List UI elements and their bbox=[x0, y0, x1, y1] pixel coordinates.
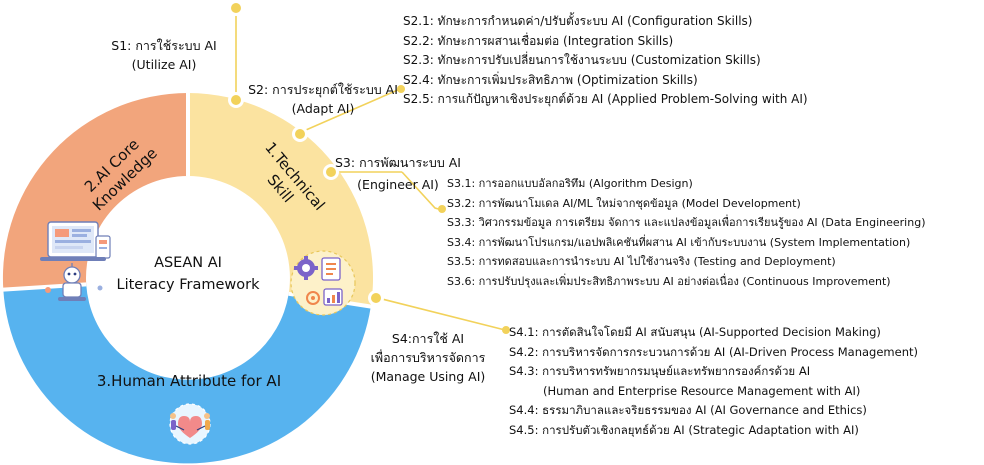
list-item: S3.3: วิศวกรรมข้อมูล การเตรียม จัดการ แล… bbox=[447, 216, 926, 229]
s4-connector bbox=[377, 297, 506, 331]
technical-tools-icon bbox=[290, 250, 356, 316]
s2-connector bbox=[298, 88, 401, 134]
list-item: S3.6: การปรับปรุงและเพิ่มประสิทธิภาพระบบ… bbox=[447, 274, 891, 288]
s3-list-dot bbox=[438, 205, 446, 213]
list-item: S3.2: การพัฒนาโมเดล AI/ML ใหม่จากชุดข้อม… bbox=[447, 196, 801, 210]
list-item: S2.5: การแก้ปัญหาเชิงประยุกต์ด้วย AI (Ap… bbox=[403, 92, 808, 106]
list-item: S3.4: การพัฒนาโปรแกรม/แอปพลิเคชันที่ผสาน… bbox=[447, 235, 911, 249]
s3-heading-line2: (Engineer AI) bbox=[357, 176, 439, 192]
s4-list-dot bbox=[502, 326, 510, 334]
list-item: S2.2: ทักษะการผสานเชื่อมต่อ (Integration… bbox=[403, 33, 674, 48]
s3-heading: S3: การพัฒนาระบบ AI (Engineer AI) bbox=[332, 152, 464, 196]
s4-heading-line1: S4:การใช้ AI bbox=[391, 331, 465, 346]
s1-heading: S1: การใช้ระบบ AI (Utilize AI) bbox=[108, 36, 220, 75]
center-title-line1: ASEAN AI bbox=[154, 255, 222, 271]
s2-heading-line1: S2: การประยุกต์ใช้ระบบ AI bbox=[248, 82, 398, 97]
list-item: S4.4: ธรรมาภิบาลและจริยธรรมของ AI (AI Go… bbox=[509, 403, 867, 417]
list-item: (Human and Enterprise Resource Managemen… bbox=[543, 383, 861, 398]
human-attribute-segment bbox=[3, 284, 371, 464]
s3-heading-line1: S3: การพัฒนาระบบ AI bbox=[335, 155, 461, 170]
robot-laptop-icon bbox=[40, 221, 111, 301]
connector-lines bbox=[229, 8, 506, 331]
list-item: S4.2: การบริหารจัดการกระบวนการด้วย AI (A… bbox=[509, 344, 918, 359]
human-attribute-label: 3.Human Attribute for AI bbox=[96, 372, 282, 390]
list-item: S3.1: การออกแบบอัลกอริทึม (Algorithm Des… bbox=[447, 177, 693, 190]
list-item: S4.5: การปรับตัวเชิงกลยุทธ์ด้วย AI (Stra… bbox=[509, 422, 859, 437]
human-teamwork-icon bbox=[169, 403, 211, 445]
s4-heading-line3: (Manage Using AI) bbox=[370, 368, 486, 384]
s2-heading: S2: การประยุกต์ใช้ระบบ AI (Adapt AI) bbox=[248, 80, 398, 119]
s1-heading-line1: S1: การใช้ระบบ AI bbox=[111, 38, 217, 53]
center-title: ASEAN AI Literacy Framework bbox=[88, 252, 288, 297]
s4-heading-line2: เพื่อการบริหารจัดการ bbox=[370, 349, 486, 365]
center-circle bbox=[88, 178, 288, 378]
list-item: S2.4: ทักษะการเพิ่มประสิทธิภาพ (Optimiza… bbox=[403, 72, 698, 87]
s2-dot bbox=[295, 129, 305, 139]
s4-dot bbox=[371, 293, 381, 303]
s1-top-dot bbox=[231, 3, 241, 13]
center-title-line2: Literacy Framework bbox=[116, 277, 260, 294]
s4-heading: S4:การใช้ AI เพื่อการบริหารจัดการ (Manag… bbox=[364, 330, 492, 386]
list-item: S2.3: ทักษะการปรับเปลี่ยนการใช้งานระบบ (… bbox=[403, 53, 761, 67]
list-item: S4.1: การตัดสินใจโดยมี AI สนับสนุน (AI-S… bbox=[509, 325, 881, 339]
list-item: S2.1: ทักษะการกำหนดค่า/ปรับตั้งระบบ AI (… bbox=[403, 14, 753, 28]
s1-heading-line2: (Utilize AI) bbox=[131, 57, 197, 73]
s2-heading-line2: (Adapt AI) bbox=[291, 101, 355, 117]
s4-item-list: S4.1: การตัดสินใจโดยมี AI สนับสนุน (AI-S… bbox=[509, 323, 918, 440]
s1-dot bbox=[231, 95, 241, 105]
s2-item-list: S2.1: ทักษะการกำหนดค่า/ปรับตั้งระบบ AI (… bbox=[403, 12, 808, 110]
list-item: S4.3: การบริหารทรัพยากรมนุษย์และทรัพยากร… bbox=[509, 364, 811, 378]
s2-list-dot bbox=[397, 85, 405, 93]
s3-item-list: S3.1: การออกแบบอัลกอริทึม (Algorithm Des… bbox=[447, 174, 925, 291]
list-item: S3.5: การทดสอบและการนำระบบ AI ไปใช้งานจร… bbox=[447, 255, 836, 268]
s3-dot bbox=[326, 167, 336, 177]
